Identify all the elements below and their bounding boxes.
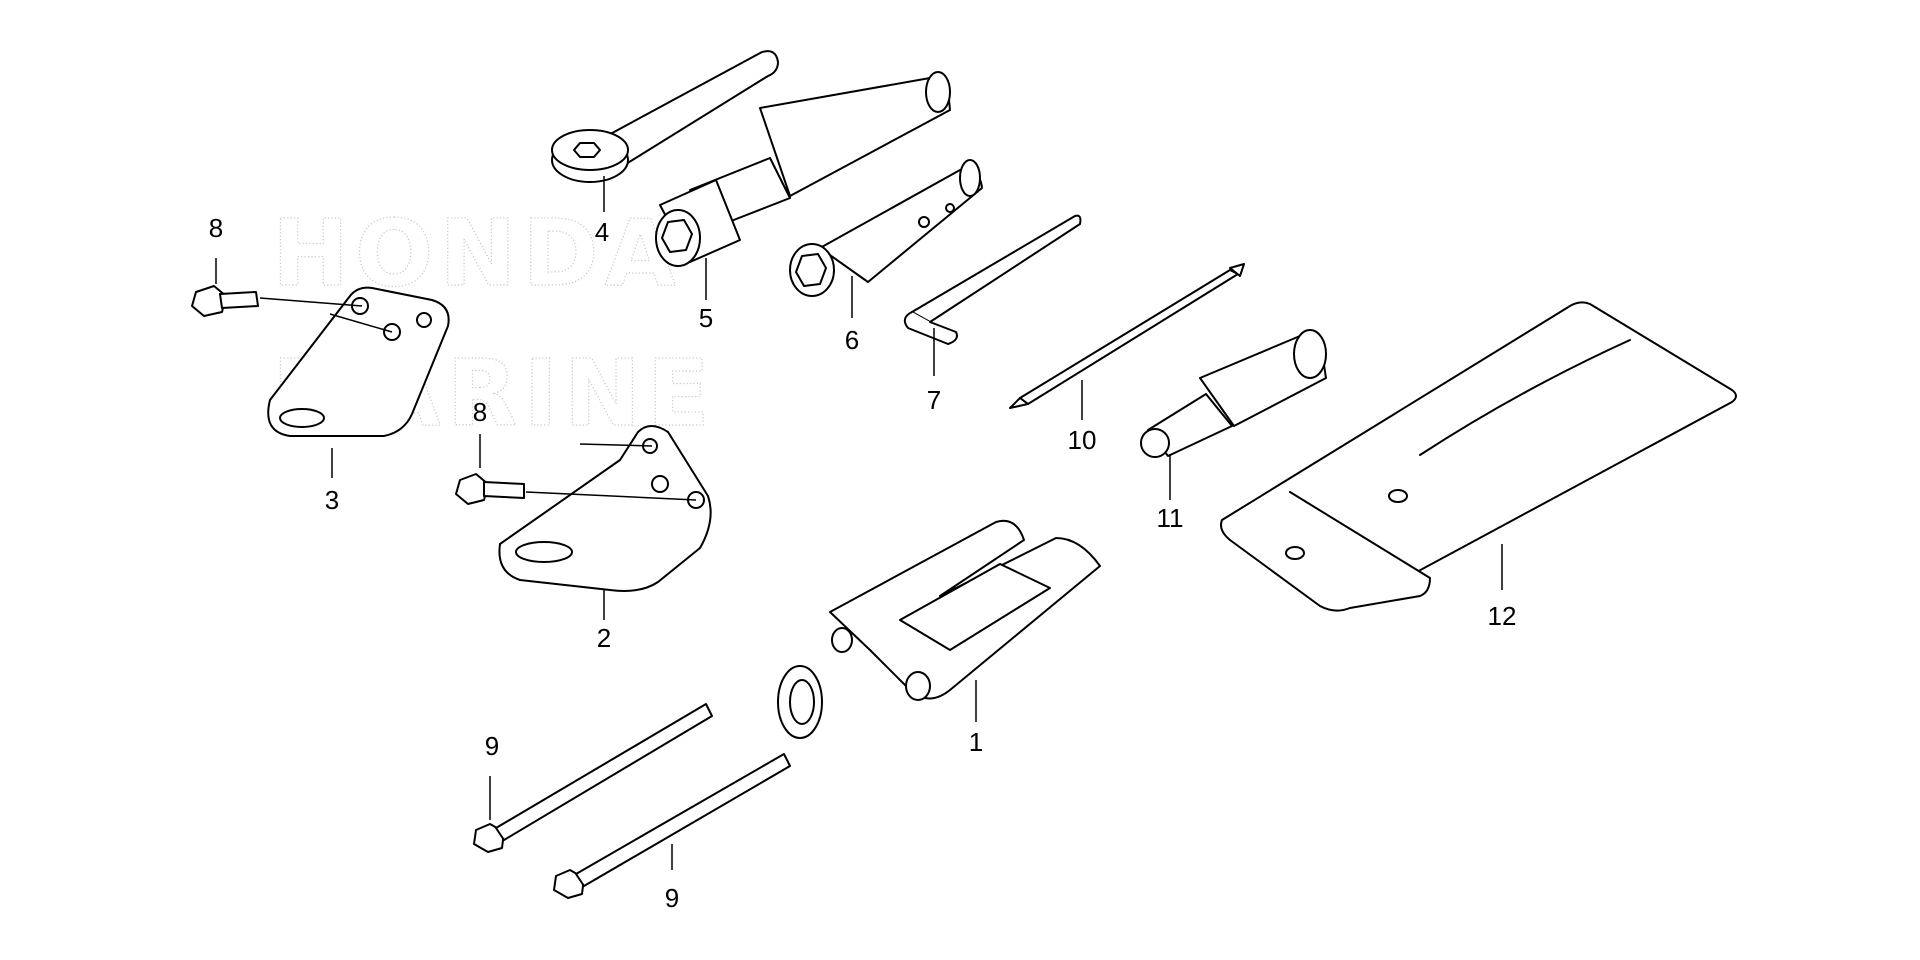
part-5-socket-wrench	[655, 71, 951, 267]
callout-10: 10	[1067, 425, 1097, 455]
part-9-long-bolt-a	[473, 703, 713, 853]
callout-7: 7	[926, 385, 942, 415]
callout-9-left: 9	[484, 731, 500, 761]
callout-6: 6	[844, 325, 860, 355]
part-9-long-bolt-b	[553, 753, 791, 899]
part-4-wrench	[551, 50, 779, 183]
callout-1: 1	[968, 727, 984, 757]
callout-4: 4	[594, 217, 610, 247]
leader-lines	[215, 176, 1503, 870]
part-11-screwdriver-handle	[1140, 329, 1327, 458]
part-6-box-spanner	[789, 159, 983, 297]
watermark-line-1: HONDA	[272, 200, 682, 307]
part-1-tiller-frame	[777, 519, 1101, 739]
callout-8-lower: 8	[472, 397, 488, 427]
part-8-bolt-a	[191, 285, 259, 317]
callout-8-upper: 8	[208, 213, 224, 243]
callout-12: 12	[1487, 601, 1517, 631]
callout-3: 3	[324, 485, 340, 515]
part-8-bolt-b	[455, 473, 525, 505]
callout-9-right: 9	[664, 883, 680, 913]
part-12-tool-bag	[1220, 301, 1737, 612]
part-3-bracket	[267, 286, 450, 437]
callout-2: 2	[596, 623, 612, 653]
callout-11: 11	[1156, 503, 1184, 533]
callout-5: 5	[698, 303, 714, 333]
part-7-hex-key	[903, 214, 1082, 345]
part-10-screwdriver-bit	[1009, 263, 1245, 409]
part-2-bracket	[498, 425, 712, 592]
